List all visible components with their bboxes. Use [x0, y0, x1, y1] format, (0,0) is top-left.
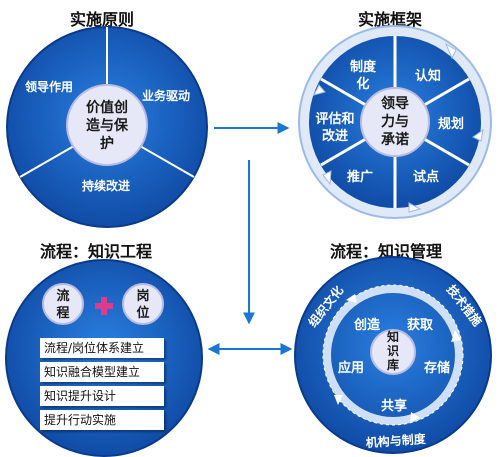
position-label-line1: 岗	[136, 288, 149, 304]
principles-center-line2: 造与保	[86, 117, 129, 134]
connectors	[207, 122, 293, 355]
process-circle	[42, 283, 84, 325]
knowledge-base-line2: 识	[387, 344, 399, 358]
management-title: 流程：知识管理	[330, 242, 443, 261]
framework-cycle-arrow-icon	[313, 84, 326, 96]
management-cycle-ring	[323, 285, 463, 425]
framework-center-circle	[360, 87, 430, 157]
process-label-line1: 流	[56, 288, 69, 304]
engineering-title: 流程：知识工程	[40, 242, 153, 261]
framework-segment-promotion: 推广	[347, 169, 373, 185]
framework-segment-awareness: 认知	[415, 68, 441, 84]
framework-segment-evaluate-1: 评估和	[315, 111, 354, 127]
management-outer-institutions: 机构与制度	[365, 431, 427, 450]
management-inner-share: 共享	[381, 398, 407, 414]
framework-segment-institutionalize-2: 化	[356, 76, 369, 92]
principles-center-circle	[66, 84, 148, 166]
framework-center-line1: 领导	[381, 95, 409, 112]
framework-cycle-arrow-icon	[322, 170, 332, 186]
principles-diagram: 价值创 造与保 护 领导作用 业务驱动 持续改进	[6, 26, 208, 228]
framework-center-line2: 力与	[381, 113, 409, 130]
framework-segment-planning: 规划	[438, 116, 464, 132]
principles-segment-leadership: 领导作用	[25, 79, 73, 94]
framework-segment-evaluate-2: 改进	[322, 128, 348, 144]
process-label-line2: 程	[56, 306, 69, 321]
plus-icon	[95, 297, 113, 315]
management-ring-outline	[322, 284, 464, 426]
position-circle	[122, 283, 164, 325]
management-cycle-arrow-icon	[334, 395, 343, 405]
framework-segment-institutionalize-1: 制度	[350, 59, 377, 75]
principles-segment-continuous-improvement: 持续改进	[82, 178, 130, 193]
management-cycle-arrow-icon	[451, 330, 461, 342]
framework-cycle-arrow-icon	[472, 128, 484, 142]
engineering-step-1: 流程/岗位体系建立	[40, 338, 164, 358]
management-inner-apply: 应用	[338, 360, 364, 376]
principles-center-line3: 护	[100, 135, 114, 152]
management-inner-acquire: 获取	[407, 317, 434, 333]
framework-segment-pilot: 试点	[413, 169, 439, 185]
framework-diagram: 领导 力与 承诺 制度 化 认知 规划 试点 推广 评估和 改进	[298, 25, 492, 219]
management-inner-store: 存储	[424, 360, 450, 376]
principles-segment-business-driven: 业务驱动	[142, 88, 190, 103]
engineering-step-4: 提升行动实施	[40, 410, 164, 430]
engineering-diagram: 流 程 岗 位	[5, 259, 203, 457]
engineering-step-3: 知识提升设计	[40, 386, 164, 406]
position-label-line2: 位	[136, 305, 149, 321]
engineering-step-2: 知识融合模型建立	[40, 362, 164, 382]
principles-center-line1: 价值创	[86, 99, 128, 116]
framework-center-line3: 承诺	[381, 131, 409, 148]
knowledge-base-line1: 知	[386, 329, 399, 344]
management-diagram: 知 识 库 创造 获取 存储 共享 应用 组织文化 技术措施 机构与制度	[294, 256, 492, 454]
knowledge-base-line3: 库	[387, 357, 399, 372]
framework-cycle-arrow-icon	[444, 42, 457, 60]
knowledge-base-circle	[370, 329, 416, 375]
principles-title: 实施原则	[70, 10, 135, 29]
management-cycle-arrow-icon	[410, 412, 420, 422]
framework-cycle-arrow-icon	[408, 202, 422, 213]
management-cycle-arrow-icon	[346, 294, 357, 303]
management-inner-create: 创造	[353, 317, 381, 333]
framework-title: 实施框架	[358, 10, 423, 29]
